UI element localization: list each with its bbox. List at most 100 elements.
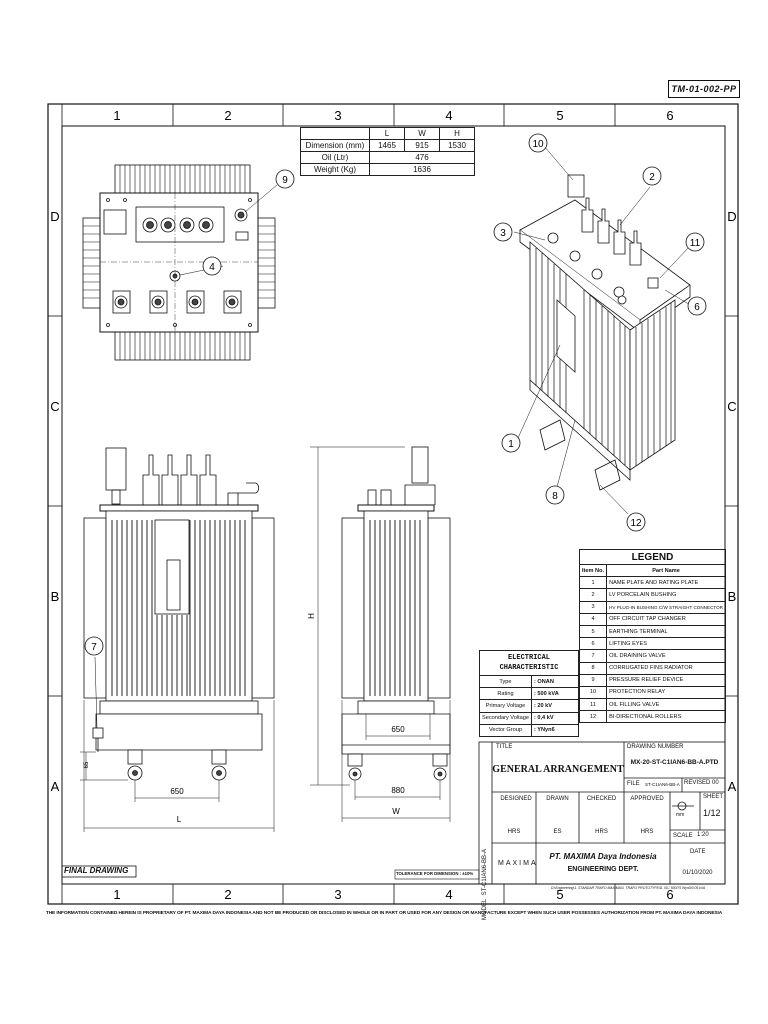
elec-value: : YNyn6 bbox=[530, 723, 580, 737]
row-label-b: B bbox=[51, 589, 60, 604]
elec-key: Vector Group bbox=[479, 723, 532, 737]
balloon-4 bbox=[202, 256, 222, 276]
drawn-label: DRAWN bbox=[546, 796, 569, 802]
engineering-dept: ENGINEERING DEPT. bbox=[567, 866, 639, 873]
row-label-c: C bbox=[50, 399, 59, 414]
electrical-title: ELECTRICAL CHARACTERISTIC bbox=[479, 650, 579, 676]
col-label-6: 6 bbox=[666, 108, 673, 123]
dim-table-h: 1530 bbox=[439, 139, 475, 152]
weight-value: 1636 bbox=[369, 163, 475, 176]
top-view bbox=[82, 164, 276, 361]
balloon-2 bbox=[642, 166, 662, 186]
approved-label: APPROVED bbox=[630, 796, 664, 802]
oil-value: 476 bbox=[369, 151, 475, 164]
scale-label: SCALE bbox=[673, 833, 693, 839]
dimensions-table: L W H Dimension (mm) 1465 915 1530 Oil (… bbox=[300, 127, 475, 176]
legend-part: PRESSURE RELIEF DEVICE bbox=[606, 673, 726, 687]
unit-label: mm bbox=[676, 812, 685, 818]
designed-label: DESIGNED bbox=[500, 796, 532, 802]
model-label: MODEL bbox=[482, 898, 488, 920]
dim-table-label: Dimension (mm) bbox=[300, 139, 370, 152]
balloon-6 bbox=[687, 296, 707, 316]
oil-label: Oil (Ltr) bbox=[300, 151, 370, 164]
inner-frame bbox=[61, 125, 726, 885]
row-label-a: A bbox=[51, 779, 60, 794]
legend-part: OIL FILLING VALVE bbox=[606, 698, 726, 712]
legend-part: PROTECTION RELAY bbox=[606, 685, 726, 700]
approved-value: HRS bbox=[640, 829, 654, 835]
elec-key: Rating bbox=[479, 687, 532, 701]
legend-no: 9 bbox=[578, 673, 608, 687]
elec-value: : 500 kVA bbox=[530, 687, 580, 701]
balloon-11-label: 11 bbox=[690, 238, 701, 249]
dim-front-small: 65 bbox=[84, 761, 90, 768]
dim-table-w: 915 bbox=[404, 139, 440, 152]
legend-no: 6 bbox=[578, 637, 608, 651]
dim-front-length: L bbox=[177, 815, 182, 824]
model-strip: MODEL ST-C1IAN6-BB-A bbox=[479, 742, 492, 920]
col-label-5: 5 bbox=[556, 108, 563, 123]
legend-no: 1 bbox=[578, 576, 608, 590]
row-label-b-right: B bbox=[728, 589, 737, 604]
side-view bbox=[310, 446, 451, 822]
drawing-title: GENERAL ARRANGEMENT bbox=[492, 764, 624, 775]
proprietary-notice: THE INFORMATION CONTAINED HEREIN IS PROP… bbox=[45, 911, 723, 916]
legend-no: 7 bbox=[578, 649, 608, 663]
table-row: Vector Group: YNyn6 bbox=[479, 723, 580, 737]
dim-table-header-w: W bbox=[404, 127, 440, 140]
legend-part: HV PLUG-IN BUSHING C/W STRAIGHT CONNECTO… bbox=[606, 600, 726, 614]
dim-table-l: 1465 bbox=[369, 139, 405, 152]
balloon-9 bbox=[275, 169, 295, 189]
row-label-c-right: C bbox=[727, 399, 736, 414]
sheet-value: 1/12 bbox=[703, 808, 721, 818]
balloon-7-label: 7 bbox=[91, 642, 97, 653]
legend-part: OIL DRAINING VALVE bbox=[606, 649, 726, 663]
balloon-1-label: 1 bbox=[508, 439, 514, 450]
tolerance-label: TOLERANCE FOR DIMENSION : ±10% bbox=[396, 871, 474, 876]
legend-part: BI-DIRECTIONAL ROLLERS bbox=[606, 710, 726, 724]
col-label-6-bottom: 6 bbox=[666, 887, 673, 902]
outer-frame bbox=[47, 103, 739, 905]
legend-part: CORRUGATED FINS RADIATOR bbox=[606, 661, 726, 675]
scale-value: 1:20 bbox=[697, 832, 709, 838]
row-label-d-right: D bbox=[727, 209, 736, 224]
balloon-3 bbox=[493, 222, 513, 242]
col-label-4-bottom: 4 bbox=[445, 887, 452, 902]
balloon-11 bbox=[685, 232, 705, 252]
row-label-a-right: A bbox=[728, 779, 737, 794]
revised-label: REVISED bbox=[684, 780, 711, 786]
elec-key: Primary Voltage bbox=[479, 699, 532, 713]
dim-table-header-h: H bbox=[439, 127, 475, 140]
balloon-10 bbox=[528, 133, 548, 153]
legend-part: EARTHING TERMINAL bbox=[606, 624, 726, 639]
legend-no: 5 bbox=[578, 624, 608, 639]
balloon-8 bbox=[545, 485, 565, 505]
legend-col-item: Item No. bbox=[578, 563, 608, 578]
balloon-2-label: 2 bbox=[649, 172, 655, 183]
balloon-8-label: 8 bbox=[552, 491, 558, 502]
legend-col-part: Part Name bbox=[606, 563, 726, 578]
legend-no: 3 bbox=[578, 600, 608, 614]
legend-no: 2 bbox=[578, 588, 608, 602]
title-label: TITLE bbox=[496, 744, 513, 750]
drawn-value: ES bbox=[553, 829, 562, 835]
document-reference: TM-01-002-PP bbox=[668, 80, 740, 98]
model-text: MODEL ST-C1IAN6-BB-A bbox=[482, 778, 488, 920]
col-label-1: 1 bbox=[113, 108, 120, 123]
balloon-3-label: 3 bbox=[500, 228, 506, 239]
file-value: ST-C1IAN6-BB-A bbox=[645, 782, 680, 787]
final-drawing-box bbox=[61, 865, 137, 878]
dim-side-650: 650 bbox=[391, 725, 405, 734]
legend-no: 12 bbox=[578, 710, 608, 724]
